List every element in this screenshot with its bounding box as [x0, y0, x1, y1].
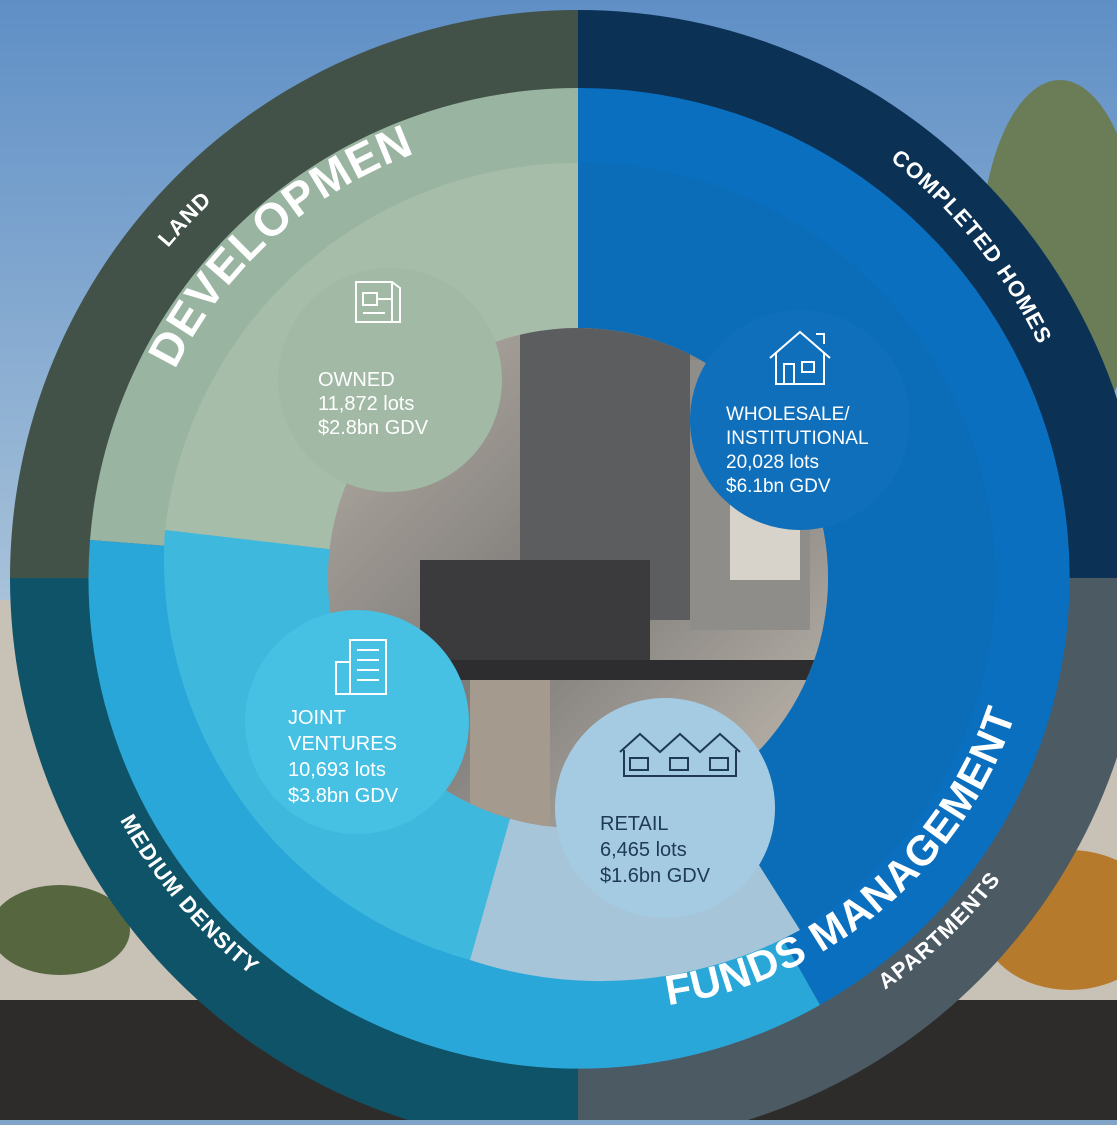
- townhouses-icon: [619, 732, 741, 777]
- jv-lots: 10,693 lots: [288, 759, 386, 781]
- floor-plan-icon: [355, 281, 401, 323]
- owned-gdv: $2.8bn GDV: [318, 417, 429, 439]
- owned-lots: 11,872 lots: [318, 393, 414, 415]
- jv-label-2: VENTURES: [288, 733, 397, 755]
- wholesale-label-2: INSTITUTIONAL: [726, 428, 869, 449]
- retail-label: RETAIL: [600, 813, 669, 835]
- retail-bubble: RETAIL 6,465 lots $1.6bn GDV: [555, 698, 775, 918]
- building-icon: [335, 639, 387, 695]
- owned-label: OWNED: [318, 369, 395, 391]
- jv-label-1: JOINT: [288, 707, 346, 729]
- jv-gdv: $3.8bn GDV: [288, 785, 399, 807]
- wholesale-label-1: WHOLESALE/: [726, 404, 850, 425]
- wholesale-gdv: $6.1bn GDV: [726, 476, 831, 497]
- retail-lots: 6,465 lots: [600, 839, 687, 861]
- joint-ventures-bubble: JOINT VENTURES 10,693 lots $3.8bn GDV: [245, 610, 469, 834]
- house-icon: [769, 330, 831, 385]
- owned-bubble: OWNED 11,872 lots $2.8bn GDV: [278, 268, 502, 492]
- retail-gdv: $1.6bn GDV: [600, 865, 711, 887]
- wholesale-lots: 20,028 lots: [726, 452, 819, 473]
- wholesale-bubble: WHOLESALE/ INSTITUTIONAL 20,028 lots $6.…: [690, 310, 910, 530]
